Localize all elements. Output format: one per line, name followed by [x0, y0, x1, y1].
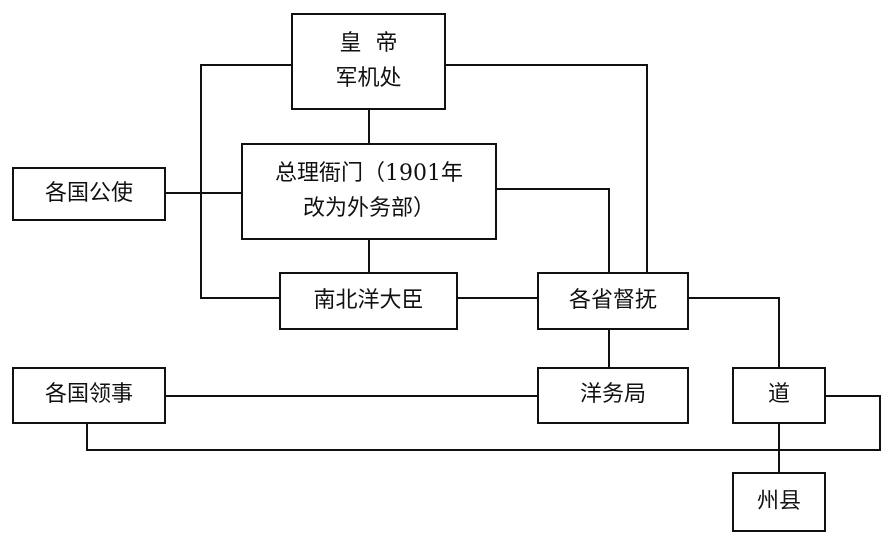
connector-governors-dao [689, 297, 780, 367]
node-nanbei: 南北洋大臣 [279, 272, 458, 330]
connector-zongli-governors [497, 188, 610, 272]
node-emperor-line1: 皇 帝 [339, 31, 398, 57]
node-envoys: 各国公使 [12, 167, 166, 221]
node-nanbei-label: 南北洋大臣 [313, 287, 424, 313]
node-emperor-line2: 军机处 [335, 65, 402, 91]
connector-emperor-governors [446, 64, 648, 272]
node-yangwu-label: 洋务局 [579, 382, 646, 408]
node-consuls: 各国领事 [12, 367, 166, 424]
node-emperor: 皇 帝军机处 [291, 13, 446, 110]
node-zhouxian-label: 州县 [756, 488, 801, 514]
node-yangwu: 洋务局 [537, 367, 689, 424]
node-governors: 各省督抚 [537, 272, 689, 330]
node-zongli: 总理衙门（1901年改为外务部） [241, 143, 497, 240]
node-envoys-label: 各国公使 [44, 180, 133, 206]
connector-dao-consuls [86, 395, 881, 451]
node-zongli-line2: 改为外务部） [302, 195, 435, 221]
node-zongli-line1: 总理衙门（1901年 [275, 161, 463, 187]
connector-emperor-nanbei [200, 64, 291, 299]
node-dao-label: 道 [767, 382, 790, 408]
node-consuls-label: 各国领事 [44, 382, 133, 408]
node-zhouxian: 州县 [732, 472, 826, 532]
node-governors-label: 各省督抚 [568, 287, 657, 313]
node-dao: 道 [732, 367, 826, 424]
